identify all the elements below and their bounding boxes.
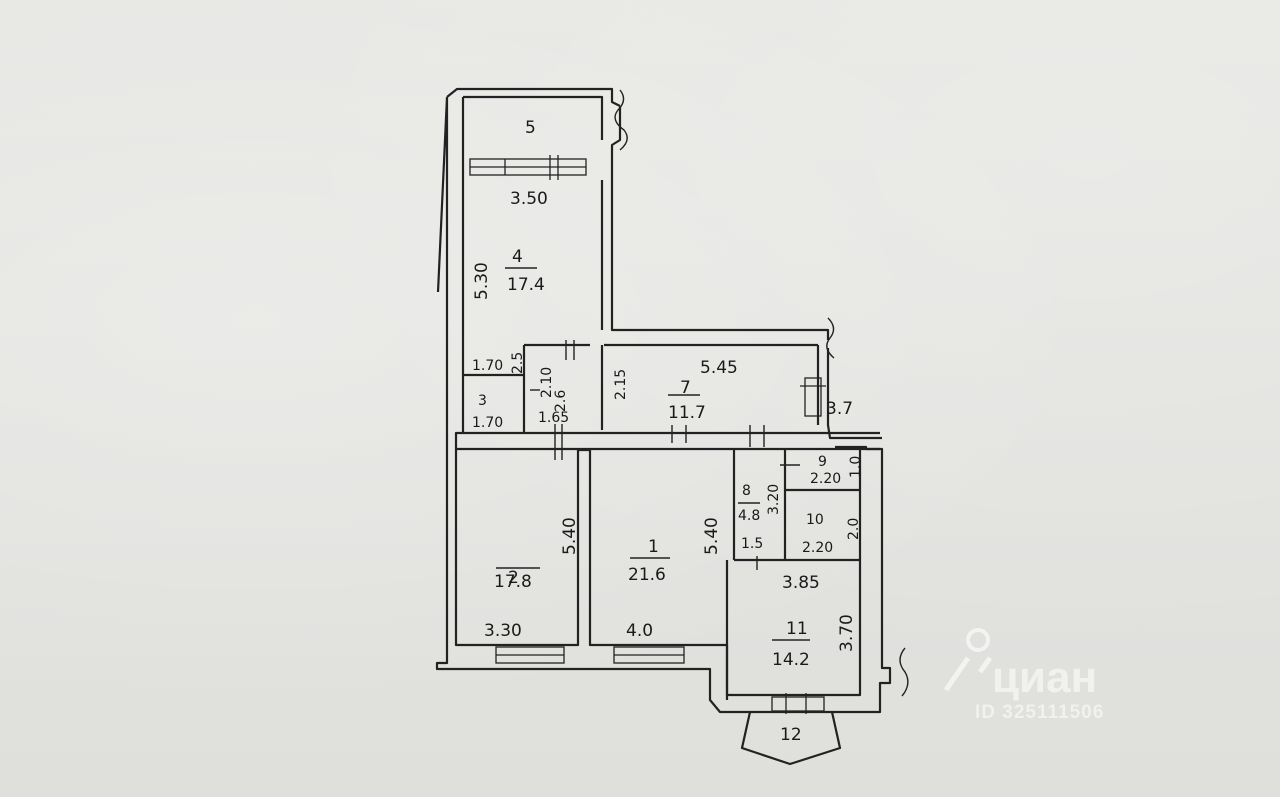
room-11-number: 11 xyxy=(786,619,808,639)
window-bottom-mid xyxy=(613,646,685,664)
balcony-12-outline xyxy=(740,711,842,766)
watermark-id: ID 325111506 xyxy=(975,702,1104,723)
window-right-upper xyxy=(800,377,826,417)
inner-walls-mid xyxy=(463,343,860,700)
break-mark-right xyxy=(826,317,835,359)
dim-2-20-bottom: 2.20 xyxy=(802,540,833,556)
dim-1-5: 1.5 xyxy=(741,536,763,552)
dim-3-20: 3.20 xyxy=(766,484,782,515)
room-1-area: 21.6 xyxy=(628,565,666,585)
window-balcony-5 xyxy=(469,155,587,180)
room-7-number: 7 xyxy=(680,378,691,398)
room-4-area: 17.4 xyxy=(507,275,545,295)
dim-2-6: 2.6 xyxy=(553,390,569,412)
room-4-number: 4 xyxy=(512,247,523,267)
dim-3-7: 3.7 xyxy=(826,399,853,419)
room-7-area: 11.7 xyxy=(668,403,706,423)
dim-5-45: 5.45 xyxy=(700,358,738,378)
inner-wall-left xyxy=(454,97,880,697)
dim-2-5: 2.5 xyxy=(510,352,526,374)
dim-3-70: 3.70 xyxy=(837,614,857,652)
dim-5-40-left: 5.40 xyxy=(560,517,580,555)
window-bottom-left xyxy=(495,646,565,664)
dim-2-10: 2.10 xyxy=(539,367,555,398)
dim-2-20-top: 2.20 xyxy=(810,471,841,487)
door-marks xyxy=(530,340,800,570)
room-3-number: 3 xyxy=(478,393,487,409)
dim-3-30: 3.30 xyxy=(484,621,522,641)
outer-wall xyxy=(435,87,892,714)
cian-logo-icon xyxy=(943,628,993,692)
room-11-area: 14.2 xyxy=(772,650,810,670)
dim-1-0: 1.0 xyxy=(848,456,864,478)
watermark: циан ID 325111506 xyxy=(943,628,1104,723)
room-2-number: 2 xyxy=(508,568,519,588)
window-bottom-right xyxy=(771,693,825,714)
room-10-number: 10 xyxy=(806,512,824,528)
watermark-brand: циан xyxy=(992,653,1097,702)
room-1-number: 1 xyxy=(648,537,659,557)
room-8-number: 8 xyxy=(742,483,751,499)
break-mark-top xyxy=(614,89,628,151)
dim-1-65: 1.65 xyxy=(538,410,569,426)
dim-5-30: 5.30 xyxy=(472,262,492,300)
room-8-area: 4.8 xyxy=(738,508,760,524)
dim-4-0: 4.0 xyxy=(626,621,653,641)
room-9-number: 9 xyxy=(818,454,827,470)
room-12-number: 12 xyxy=(780,725,802,745)
room-5-number: 5 xyxy=(525,118,536,138)
dim-2-0: 2.0 xyxy=(846,518,862,540)
balcony-5-inner xyxy=(463,95,604,430)
dim-3-50: 3.50 xyxy=(510,189,548,209)
dim-2-15: 2.15 xyxy=(613,369,629,400)
break-mark-bottom xyxy=(899,647,909,697)
dim-3-85: 3.85 xyxy=(782,573,820,593)
dim-5-40-right: 5.40 xyxy=(702,517,722,555)
dim-1-70-bottom: 1.70 xyxy=(472,415,503,431)
room-2-area: 17.8 xyxy=(494,572,532,592)
dim-1-70-top: 1.70 xyxy=(472,358,503,374)
